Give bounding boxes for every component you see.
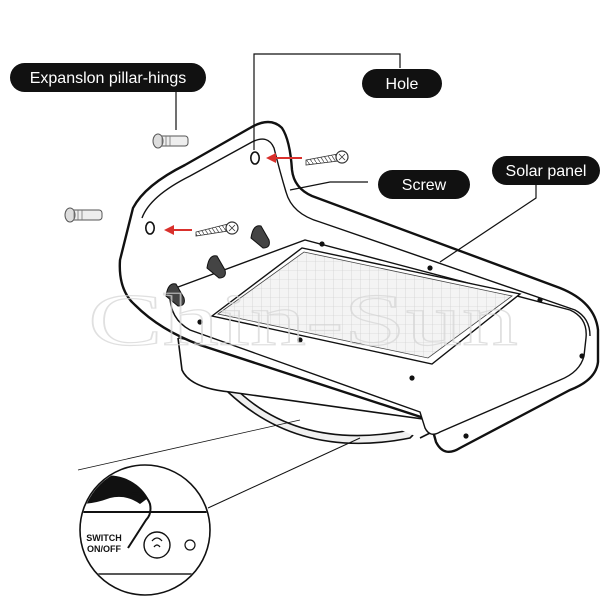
screw-icon <box>195 150 349 237</box>
switch-label-line2: ON/OFF <box>87 544 121 554</box>
svg-text:Solar panel: Solar panel <box>506 163 587 180</box>
side-slots <box>165 225 270 307</box>
label-screw: Screw <box>378 170 470 199</box>
label-expansion-pillar-hinges: Expanslon pillar-hings <box>10 63 206 92</box>
face-screw-dots <box>197 241 585 439</box>
svg-text:Hole: Hole <box>386 76 419 93</box>
label-hole: Hole <box>362 69 442 98</box>
label-solar-panel: Solar panel <box>492 156 600 185</box>
solar-panel <box>210 247 522 365</box>
expansion-anchor-icon <box>64 133 189 223</box>
mounting-hole-icon <box>145 151 261 235</box>
power-switch-icon <box>143 531 171 559</box>
insert-arrow-icon <box>164 153 302 235</box>
lamp-body <box>118 120 600 454</box>
leader-lines <box>175 53 537 263</box>
watermark: Chin-Sun <box>88 280 518 362</box>
svg-text:Expanslon pillar-hings: Expanslon pillar-hings <box>30 70 187 87</box>
switch-detail-inset: SWITCH ON/OFF <box>77 419 361 596</box>
indicator-dot-icon <box>184 539 196 551</box>
svg-text:Screw: Screw <box>402 177 447 194</box>
switch-label-line1: SWITCH <box>86 533 122 543</box>
